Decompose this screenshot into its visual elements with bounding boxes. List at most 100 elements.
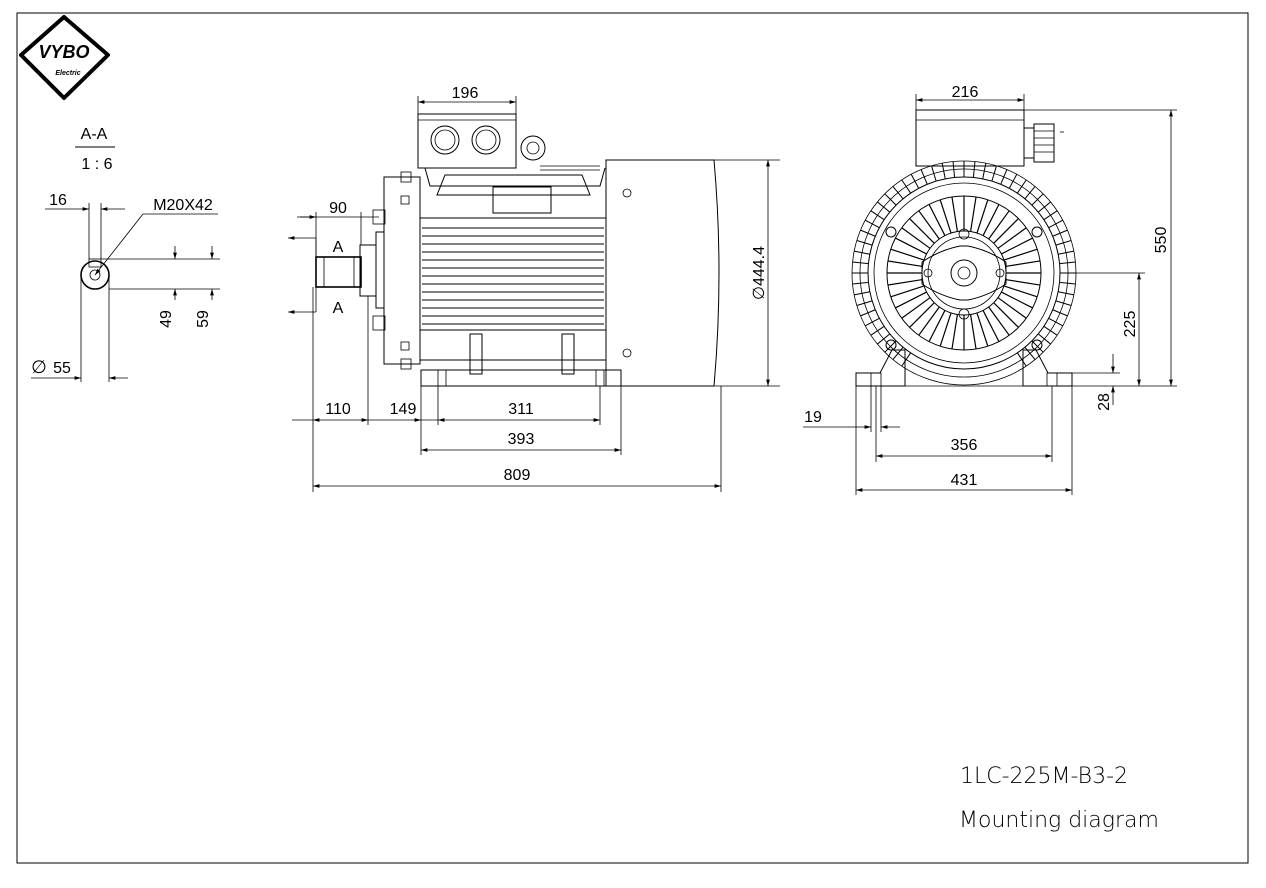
inner-fan-blade xyxy=(1001,291,1033,309)
outer-fin xyxy=(892,346,904,360)
outer-fin xyxy=(1031,193,1044,206)
outer-fin xyxy=(892,186,904,200)
terminal-box-end xyxy=(915,109,1025,167)
inner-fan-blade xyxy=(997,227,1027,249)
dim-149: 149 xyxy=(390,401,417,418)
dim-overall-length: 809 xyxy=(504,467,531,484)
left-foot xyxy=(855,349,906,387)
motor-side-view: 196 90 A A ∅444.4 110 149 311 xyxy=(288,85,780,492)
inner-fan-blade xyxy=(901,227,931,249)
dim-shaft-diameter: 55 xyxy=(53,360,71,377)
inner-fan-blade xyxy=(976,312,989,347)
outer-fin xyxy=(1000,169,1008,185)
outer-fin xyxy=(856,300,873,306)
dim-hole-spacing: 356 xyxy=(951,437,978,454)
outer-fin xyxy=(1037,201,1051,213)
outer-fin xyxy=(1016,352,1027,367)
diagram-description: Mounting diagram xyxy=(959,808,1159,833)
outer-fin xyxy=(1055,240,1072,246)
inner-fan-blade xyxy=(1003,248,1038,261)
dim-body-diameter: ∅444.4 xyxy=(751,246,768,300)
bearing-cover-plate xyxy=(921,245,1007,301)
outer-fin xyxy=(1024,346,1036,360)
logo-brand-text: VYBO xyxy=(38,42,89,62)
inner-fan-blade xyxy=(1001,237,1033,255)
radial-fin-lines xyxy=(852,161,1076,367)
dim-311: 311 xyxy=(508,401,534,418)
outer-fin xyxy=(870,325,885,336)
right-foot xyxy=(1022,349,1073,387)
outer-fin xyxy=(1008,173,1018,189)
outer-fin xyxy=(1048,317,1064,327)
outer-fin xyxy=(1059,261,1076,265)
inner-fan-blade xyxy=(939,312,952,347)
dim-key-width: 16 xyxy=(49,192,67,209)
inner-fan-blade xyxy=(928,310,946,342)
shaft xyxy=(315,256,362,288)
outer-fin xyxy=(901,352,912,367)
inner-fan-blade xyxy=(887,278,923,286)
dim-terminal-box-width: 196 xyxy=(452,85,479,102)
dim-foot-hole: 19 xyxy=(804,409,822,426)
dim-shaft-height: 225 xyxy=(1122,311,1139,338)
outer-fin xyxy=(1052,229,1068,237)
end-shield xyxy=(383,176,421,365)
inner-fan-blade xyxy=(1005,278,1041,286)
dim-110: 110 xyxy=(325,401,351,418)
outer-fin xyxy=(877,333,891,345)
outer-fin xyxy=(972,161,976,178)
outer-fin xyxy=(856,240,873,246)
dim-end-terminal-box-width: 216 xyxy=(952,84,979,101)
outer-fin xyxy=(1052,309,1068,317)
outer-fin xyxy=(1058,250,1074,255)
inner-fan-blade xyxy=(918,306,940,336)
outer-fin xyxy=(864,317,880,327)
outer-fin xyxy=(1048,219,1064,229)
dim-49: 49 xyxy=(158,310,175,328)
outer-fin xyxy=(931,165,937,182)
outer-fin xyxy=(1043,210,1058,221)
outer-fin xyxy=(1058,291,1074,296)
fan-cover xyxy=(605,159,720,387)
outer-fin xyxy=(854,291,870,296)
outer-fin xyxy=(920,169,928,185)
section-mark-top: A xyxy=(333,239,344,256)
inner-fan-blade xyxy=(988,210,1010,240)
inner-fan-blade xyxy=(909,302,935,328)
outer-fin xyxy=(860,309,876,317)
inner-fan-blade xyxy=(982,310,1000,342)
section-a-a: A-A 1 : 6 16 M20X42 49 59 ∅ 55 xyxy=(31,126,220,382)
outer-fin xyxy=(860,229,876,237)
inner-fan-blade xyxy=(969,314,977,350)
outer-fin xyxy=(1024,186,1036,200)
inner-fan-blade xyxy=(988,306,1010,336)
inner-fan-blade xyxy=(918,210,940,240)
stator-housing xyxy=(419,217,607,331)
inner-fan-blade xyxy=(993,302,1019,328)
outer-fin xyxy=(1031,340,1044,353)
outer-fin xyxy=(952,161,956,178)
outer-fin xyxy=(1043,325,1058,336)
outer-fin xyxy=(864,219,880,229)
shaft-end xyxy=(950,259,978,287)
bearing-cap xyxy=(359,244,377,297)
inner-fan-blade xyxy=(928,204,946,236)
outer-fin xyxy=(852,281,869,285)
inner-fan-blade xyxy=(895,291,927,309)
inner-fan-blade xyxy=(976,199,989,234)
outer-fin xyxy=(870,210,885,221)
dim-foot-width: 431 xyxy=(951,472,978,489)
dim-foot-height: 28 xyxy=(1096,393,1113,411)
dim-59: 59 xyxy=(195,310,212,328)
section-label: A-A xyxy=(81,126,108,143)
section-scale: 1 : 6 xyxy=(81,156,112,173)
title-block: 1LC-225M-B3-2 Mounting diagram xyxy=(959,764,1159,833)
outer-fin xyxy=(1016,179,1027,194)
inner-fan-blade xyxy=(909,218,935,244)
inner-fan-blade xyxy=(939,199,952,234)
outer-fin xyxy=(910,173,920,189)
inner-fan-blade xyxy=(887,260,923,268)
outer-fin xyxy=(854,250,870,255)
inner-fan-blade xyxy=(951,196,959,232)
